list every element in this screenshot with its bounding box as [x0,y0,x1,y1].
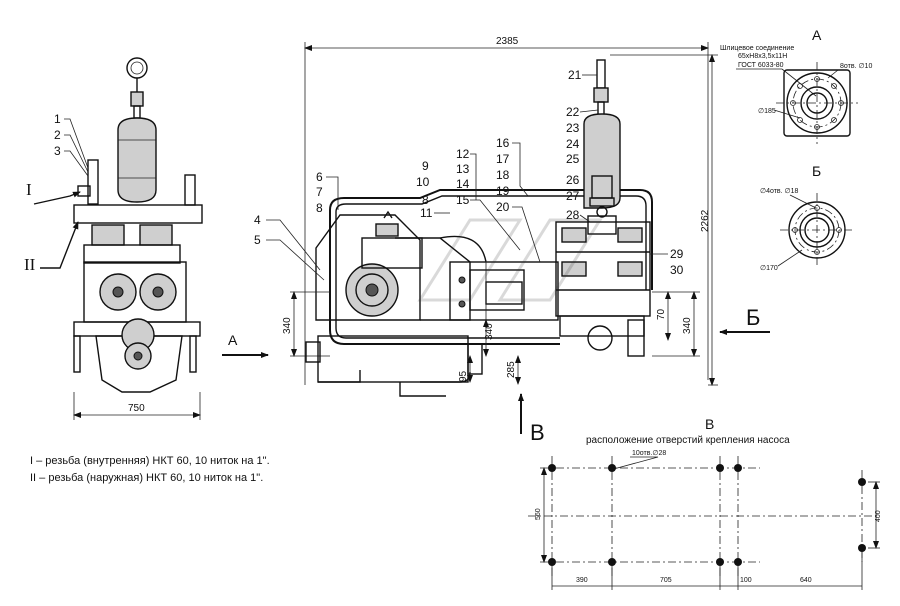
front-view: 2385 2262 340 [282,36,718,397]
view-a-holes: 8отв. ∅10 [840,63,872,70]
dim-overall-height: 2262 [700,209,711,232]
callout-15: 15 [456,193,470,207]
view-v-holes: 10отв.∅28 [632,450,666,457]
view-a-title: A [812,27,822,43]
roman-ii: II [24,255,36,274]
callout-5: 5 [254,233,261,247]
callout-27: 27 [566,189,580,203]
view-v-d560: 560 [535,508,542,520]
callout-22: 22 [566,105,580,119]
callout-26: 26 [566,173,580,187]
view-b-diameter: ∅170 [760,265,778,272]
callout-11: 11 [420,206,433,220]
dim-285: 285 [506,361,517,378]
roman-i: I [26,180,32,199]
view-arrow-b-label: Б [746,305,760,330]
view-b-holes: ∅4отв. ∅18 [760,188,799,195]
dim-340-left: 340 [282,317,293,334]
dim-70: 70 [656,308,667,320]
callout-10: 10 [416,175,430,189]
dim-side-width: 750 [128,403,145,414]
dim-340-right: 340 [682,317,693,334]
callout-25: 25 [566,152,580,166]
callout-17: 17 [496,152,510,166]
view-v-d705: 705 [660,577,672,584]
callout-1: 1 [54,112,61,126]
callout-19: 19 [496,184,510,198]
note-line-2: II – резьба (наружная) НКТ 60, 10 ниток … [30,472,264,484]
side-callouts: 1 2 3 I II [24,112,89,274]
callout-21: 21 [568,68,582,82]
view-a: A Шлицевое соединение 65хН8х3,5х11Н ГОСТ… [720,27,872,144]
callout-20: 20 [496,200,510,214]
callout-7: 7 [316,185,323,199]
callout-3: 3 [54,144,61,158]
callout-28: 28 [566,208,580,222]
callout-24: 24 [566,137,580,151]
callout-23: 23 [566,121,580,135]
callout-18: 18 [496,168,510,182]
view-a-spline-1: Шлицевое соединение [720,45,794,52]
view-b: Б ∅4отв. ∅18 ∅170 [760,163,854,272]
view-arrows: A Б B [222,305,770,445]
view-a-spline-2: 65хН8х3,5х11Н [738,53,787,60]
callout-6: 6 [316,170,323,184]
view-v-d640: 640 [800,577,812,584]
view-arrow-a-label: A [228,332,238,348]
callout-12: 12 [456,147,470,161]
dim-overall-length: 2385 [496,36,519,47]
view-v-d390: 390 [576,577,588,584]
view-a-diameter: ∅185 [758,108,776,115]
callout-29: 29 [670,247,684,261]
view-v-d100: 100 [740,577,752,584]
note-line-1: I – резьба (внутренняя) НКТ 60, 10 ниток… [30,455,270,467]
front-callouts: 4 5 6 7 8 9 10 11 12 13 14 15 8 16 17 18… [254,68,684,281]
callout-9: 9 [422,159,429,173]
dim-95: 95 [458,370,469,382]
callout-16: 16 [496,136,510,150]
view-v-d400: 400 [875,510,882,522]
side-view: 750 [73,57,203,420]
dim-340-mid: 340 [484,323,495,340]
callout-8a: 8 [316,201,323,215]
view-a-spline-3: ГОСТ 6033-80 [738,62,784,69]
callout-13: 13 [456,162,470,176]
view-b-title: Б [812,163,821,179]
callout-8b: 8 [422,193,429,207]
callout-4: 4 [254,213,261,227]
view-arrow-v-label: B [530,420,545,445]
view-v-title: B [705,416,714,432]
callout-14: 14 [456,177,470,191]
watermark [417,218,603,302]
callout-30: 30 [670,263,684,277]
view-v: B расположение отверстий крепления насос… [528,416,882,590]
view-v-caption: расположение отверстий крепления насоса [586,435,790,446]
callout-2: 2 [54,128,61,142]
